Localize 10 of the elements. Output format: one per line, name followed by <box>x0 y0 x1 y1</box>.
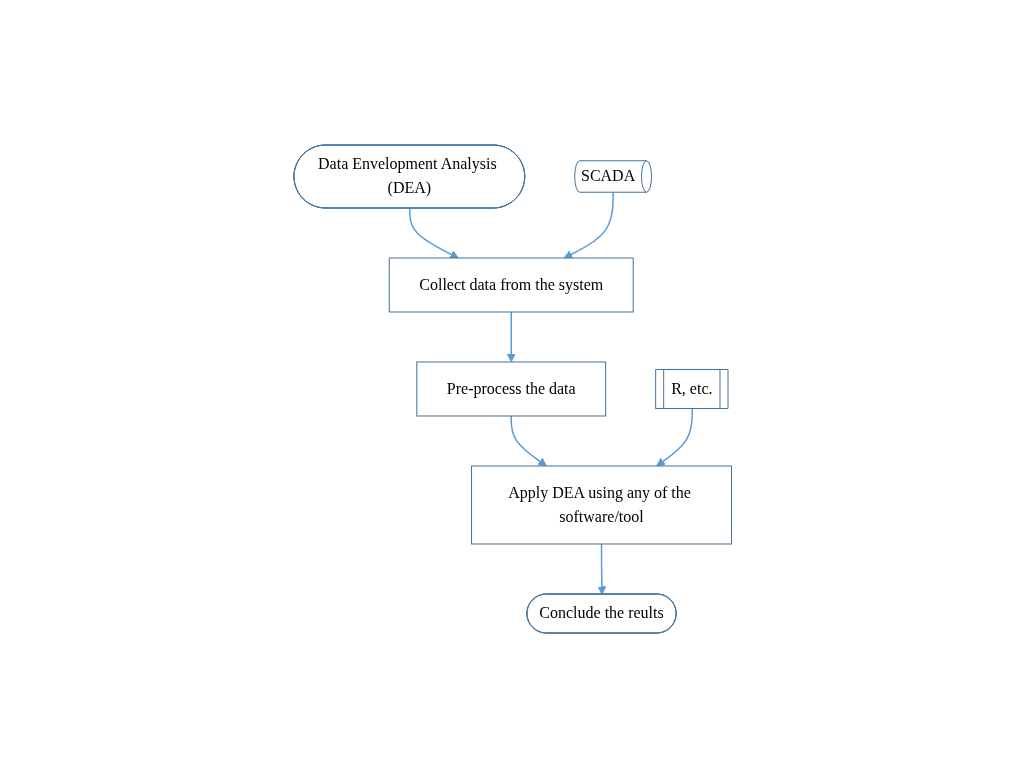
node-box: Pre-process the data <box>416 361 607 417</box>
node-text: SCADA <box>581 167 636 185</box>
arrow <box>597 543 607 595</box>
arrow <box>409 207 459 259</box>
arrow <box>564 191 615 259</box>
node-box: Collect data from the system <box>389 257 634 313</box>
node-box: Apply DEA using any of the software/tool <box>471 465 733 545</box>
arrow <box>507 311 516 363</box>
arrow <box>656 408 694 467</box>
arrow <box>510 415 548 467</box>
